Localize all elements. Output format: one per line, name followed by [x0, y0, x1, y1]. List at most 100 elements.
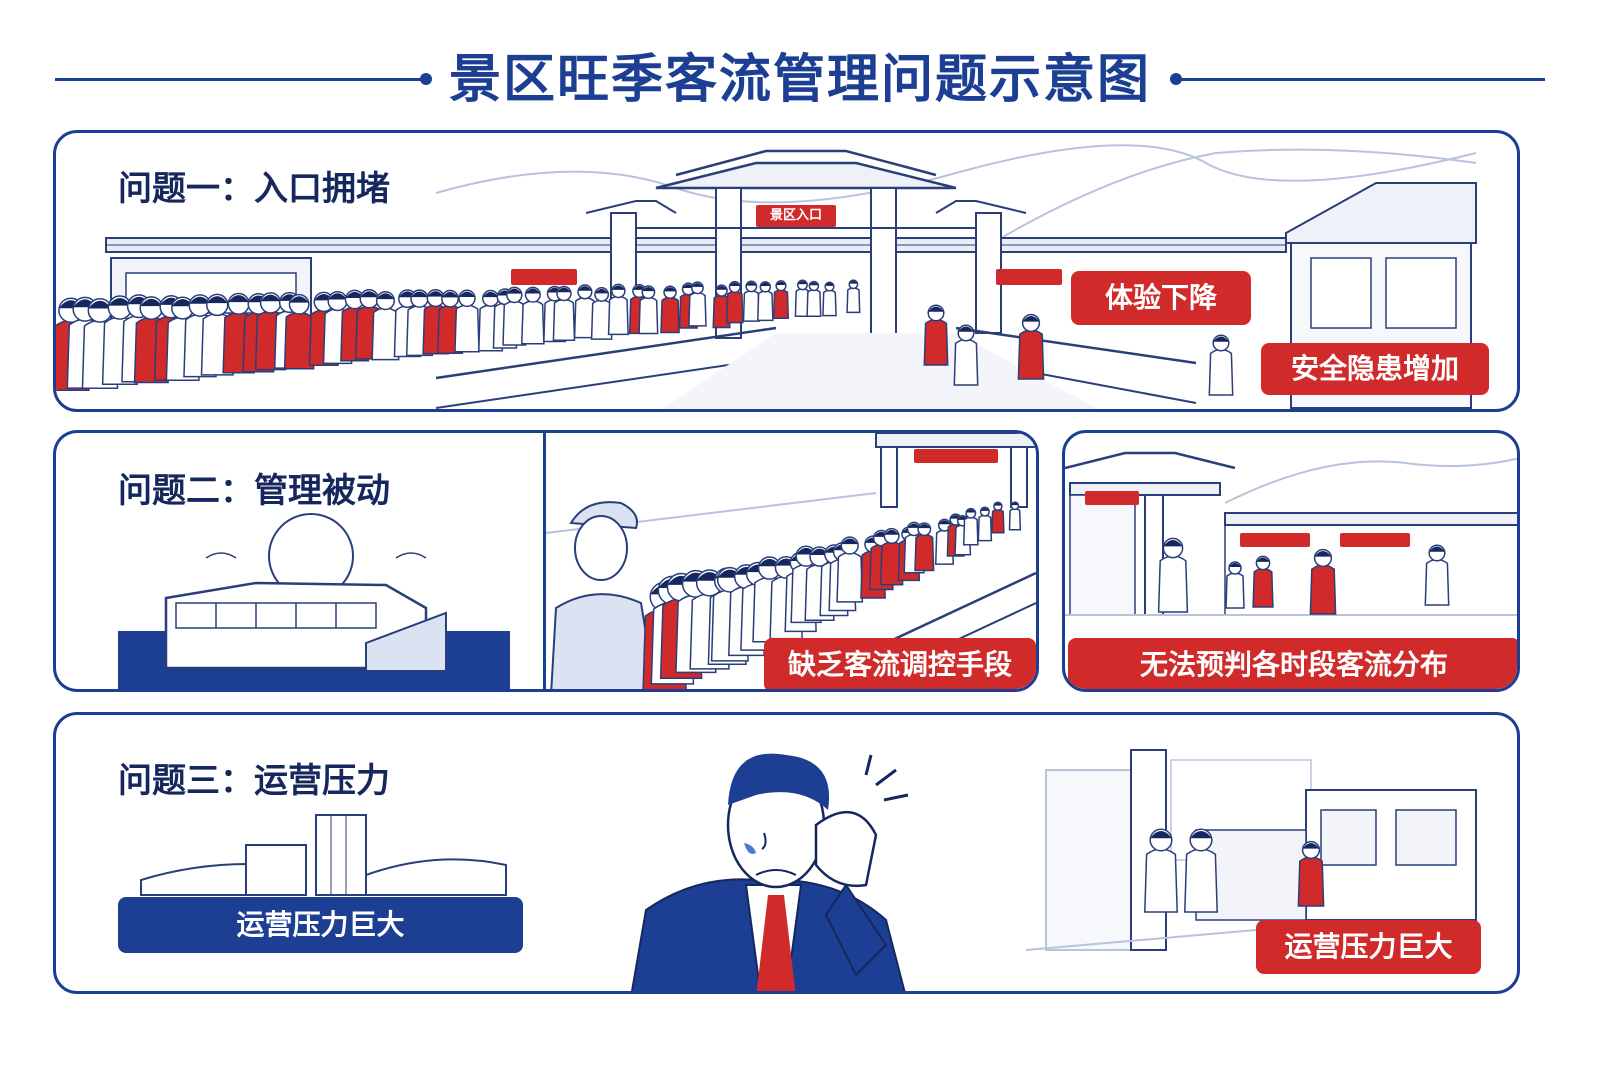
- crowd-person-hair: [260, 294, 281, 302]
- crowd-person-hair: [664, 287, 677, 292]
- crowd-person-body: [977, 514, 993, 542]
- right-red-banner: [996, 269, 1062, 285]
- crowd-person-hair: [849, 280, 858, 284]
- crowd-person-hair: [746, 282, 757, 286]
- queue-scene-illustration: [546, 433, 1036, 689]
- crowd-person-hair: [980, 507, 990, 511]
- crowd-person-body: [846, 287, 861, 314]
- panel-entrance-congestion: 问题一：入口拥堵 景区入口 体验下降 安全隐患增加: [53, 130, 1520, 412]
- crowd-person-hair: [482, 291, 499, 298]
- panel-passive-management: 问题二：管理被动: [53, 430, 543, 692]
- crowd-person-hair: [1314, 551, 1332, 557]
- crowd-person-hair: [884, 529, 899, 535]
- crowd-person-body: [1144, 848, 1178, 913]
- crowd-person-body: [923, 318, 949, 366]
- crowd-person-hair: [376, 293, 395, 300]
- crowd-person-hair: [1429, 546, 1445, 552]
- crowd-person-hair: [1011, 502, 1019, 506]
- tag-experience-decline: 体验下降: [1071, 271, 1251, 325]
- crowd-person-hair: [691, 283, 704, 287]
- crowd-person-body: [914, 533, 935, 572]
- crowd-person-body: [806, 289, 822, 317]
- crowd-person-hair: [758, 558, 781, 567]
- crowd-person-hair: [809, 282, 819, 286]
- crowd-person-hair: [289, 296, 309, 303]
- crowd-person-body: [1424, 558, 1450, 606]
- crowd-person-body: [822, 289, 837, 317]
- panel-queue-scene: 缺乏客流调控手段: [543, 430, 1039, 692]
- crowd-person-hair: [993, 502, 1002, 506]
- title-left-dot: [420, 73, 432, 85]
- crowd-person-body: [552, 298, 576, 342]
- crowd-person-body: [638, 296, 659, 335]
- crowd-person-hair: [958, 326, 974, 332]
- entrance-scene-illustration: [56, 144, 1477, 409]
- crowd-person-hair: [410, 291, 428, 298]
- crowd-person-body: [1225, 572, 1245, 609]
- crowd-person-body: [1157, 555, 1189, 613]
- crowd-person-hair: [1022, 316, 1040, 322]
- crowd-person-hair: [578, 286, 592, 291]
- crowd-person-body: [1297, 856, 1325, 907]
- gate-sign: 景区入口: [756, 205, 836, 227]
- crowd-person-hair: [360, 291, 379, 298]
- crowd-person-hair: [427, 291, 444, 297]
- crowd-person-hair: [556, 287, 571, 293]
- crowd-person-hair: [1150, 831, 1172, 839]
- crowd-person-body: [607, 295, 629, 336]
- forecast-banner-1: [1085, 491, 1139, 505]
- crowd-person-body: [962, 516, 979, 546]
- crowd-person-body: [521, 300, 545, 345]
- tag-safety-risk: 安全隐患增加: [1261, 343, 1489, 395]
- panel-title-pressure: 问题三：运营压力: [118, 761, 390, 801]
- crowd-person-hair: [918, 523, 931, 529]
- crowd-person-hair: [1163, 540, 1183, 547]
- title-row: 景区旺季客流管理问题示意图: [0, 40, 1600, 120]
- crowd-person-hair: [1229, 563, 1241, 567]
- crowd-person-body: [742, 290, 760, 322]
- page-title: 景区旺季客流管理问题示意图: [448, 50, 1151, 110]
- forecast-banner-2: [1240, 533, 1310, 547]
- title-right-line: [1175, 78, 1545, 81]
- crowd-person-body: [688, 291, 707, 327]
- crowd-person-body: [1008, 507, 1022, 531]
- crowd-person-hair: [345, 291, 364, 298]
- crowd-person-body: [772, 289, 790, 319]
- tag-no-forecast: 无法预判各时段客流分布: [1068, 638, 1517, 689]
- crowd-person-hair: [841, 538, 859, 545]
- crowd-person-hair: [938, 520, 951, 525]
- panel-title-entrance: 问题一：入口拥堵: [118, 169, 390, 209]
- crowd-person-body: [1184, 848, 1218, 913]
- crowd-person-body: [836, 551, 864, 603]
- panel-title-management: 问题二：管理被动: [118, 471, 390, 511]
- crowd-person-body: [1252, 567, 1274, 608]
- left-red-banner: [511, 269, 577, 285]
- crowd-person-body: [454, 304, 480, 353]
- crowd-person-hair: [907, 523, 921, 528]
- crowd-person-hair: [108, 297, 132, 306]
- crowd-person-hair: [206, 296, 228, 304]
- panel-forecast-scene: 无法预判各时段客流分布: [1062, 430, 1520, 692]
- crowd-person-hair: [928, 306, 944, 312]
- crowd-person-hair: [328, 293, 347, 300]
- crowd-person-body: [725, 290, 744, 324]
- crowd-person-body: [660, 296, 680, 334]
- crowd-person-hair: [525, 288, 541, 294]
- tag-no-flow-control: 缺乏客流调控手段: [764, 638, 1036, 689]
- tag-pressure-right: 运营压力巨大: [1256, 920, 1481, 974]
- crowd-person-hair: [729, 282, 741, 287]
- tag-pressure-left: 运营压力巨大: [118, 897, 523, 953]
- title-left-line: [55, 78, 425, 81]
- panel-operation-pressure: 问题三：运营压力 运营压力巨大 运营压力巨大: [53, 712, 1520, 994]
- crowd-person-hair: [776, 281, 786, 285]
- crowd-person-hair: [189, 296, 211, 304]
- crowd-person-hair: [1302, 843, 1320, 849]
- crowd-person-hair: [506, 288, 522, 294]
- forecast-scene-illustration: [1065, 451, 1517, 616]
- crowd-person-hair: [594, 288, 609, 294]
- crowd-person-hair: [611, 285, 625, 290]
- crowd-person-hair: [1256, 557, 1270, 562]
- crowd-person-hair: [716, 286, 728, 290]
- crowd-person-body: [1208, 348, 1234, 396]
- crowd-person-hair: [140, 298, 163, 307]
